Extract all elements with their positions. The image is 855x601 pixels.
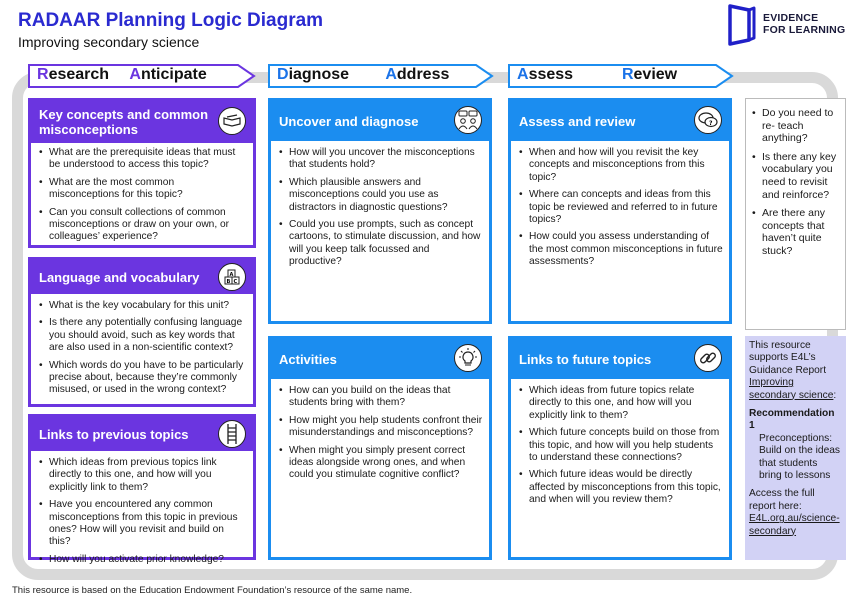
card-header: Key concepts and common misconceptions xyxy=(31,101,253,143)
card-title: Links to future topics xyxy=(519,352,652,367)
list-item: Do you need to re- teach anything? xyxy=(752,107,841,145)
list-item: Can you consult collections of common mi… xyxy=(39,207,247,244)
list-item: Is there any key vocabulary you need to … xyxy=(752,151,841,201)
card-title: Activities xyxy=(279,352,337,367)
recommendation-text: Preconceptions: Build on the ideas that … xyxy=(759,432,840,482)
stage-assess-review: Assess Review xyxy=(508,64,734,88)
list-item: When and how will you revisit the key co… xyxy=(519,147,723,184)
stage-letter: A xyxy=(517,66,529,83)
list-item: Are there any concepts that haven’t quit… xyxy=(752,207,841,257)
book-pencil-icon xyxy=(218,107,246,135)
svg-text:C: C xyxy=(234,279,238,285)
stage-letter: D xyxy=(277,66,289,83)
side-questions: Do you need to re- teach anything? Is th… xyxy=(745,98,846,330)
footer-note: This resource is based on the Education … xyxy=(12,585,413,596)
resource-intro: This resource supports E4L’s Guidance Re… xyxy=(749,340,827,376)
stage-research-anticipate: Research Anticipate xyxy=(28,64,256,88)
speech-bubbles-icon: ? xyxy=(694,106,722,134)
list-item: How will you activate prior knowledge? xyxy=(39,554,247,567)
card-header: Assess and review ? xyxy=(511,101,729,141)
people-speech-icon xyxy=(454,106,482,134)
list-item: Is there any potentially confusing langu… xyxy=(39,317,247,354)
stage-letter: A xyxy=(385,66,397,83)
list-item: Which plausible answers and misconceptio… xyxy=(279,177,483,214)
card-title: Language and vocabulary xyxy=(39,270,200,285)
ladder-icon xyxy=(218,420,246,448)
stage-letter: R xyxy=(621,66,634,83)
list-item: Which words do you have to be particular… xyxy=(39,360,247,397)
list-item: How might you help students confront the… xyxy=(279,415,483,440)
card-title: Uncover and diagnose xyxy=(279,114,419,129)
logo-line1: EVIDENCE xyxy=(763,12,819,24)
report-link[interactable]: Improving secondary science xyxy=(749,377,834,401)
stage-word: eview xyxy=(633,66,678,83)
logo-line2: FOR LEARNING xyxy=(763,24,846,36)
card-title: Links to previous topics xyxy=(39,427,189,442)
resource-colon: : xyxy=(833,389,837,401)
stage-word: ddress xyxy=(396,66,450,83)
page-title: RADAAR Planning Logic Diagram xyxy=(18,10,324,31)
stage-word: nticipate xyxy=(140,66,207,83)
chain-link-icon xyxy=(694,344,722,372)
card-header: Links to previous topics xyxy=(31,417,253,451)
card-title: Assess and review xyxy=(519,114,636,129)
page-subtitle: Improving secondary science xyxy=(18,34,200,50)
card-activities: Activities How can you build on the idea… xyxy=(268,336,492,560)
list-item: What is the key vocabulary for this unit… xyxy=(39,300,247,313)
list-item: Which future concepts build on those fro… xyxy=(519,427,723,464)
list-item: Which ideas from future topics relate di… xyxy=(519,385,723,422)
access-link[interactable]: E4L.org.au/science-secondary xyxy=(749,513,840,537)
list-item: Have you encountered any common misconce… xyxy=(39,499,247,549)
stage-letter: A xyxy=(129,66,141,83)
svg-text:A: A xyxy=(230,272,234,278)
card-language-vocabulary: Language and vocabulary ABC What is the … xyxy=(28,257,256,407)
card-uncover-diagnose: Uncover and diagnose How will you uncove… xyxy=(268,98,492,324)
stage-diagnose-address: Diagnose Address xyxy=(268,64,494,88)
list-item: Which ideas from previous topics link di… xyxy=(39,457,247,494)
list-item: When might you simply present correct id… xyxy=(279,445,483,482)
card-header: Activities xyxy=(271,339,489,379)
list-item: Where can concepts and ideas from this t… xyxy=(519,189,723,226)
e4l-logo: EVIDENCE FOR LEARNING xyxy=(727,4,847,46)
stage-word: ssess xyxy=(528,66,574,83)
e4l-logo-icon xyxy=(728,4,756,46)
lightbulb-icon xyxy=(454,344,482,372)
list-item: What are the most common misconceptions … xyxy=(39,177,247,202)
card-title: Key concepts and common misconceptions xyxy=(39,107,209,137)
list-item: How could you assess understanding of th… xyxy=(519,231,723,268)
card-assess-review: Assess and review ? When and how will yo… xyxy=(508,98,732,324)
recommendation-title: Recommendation 1 xyxy=(749,408,835,432)
svg-text:?: ? xyxy=(709,120,713,127)
card-links-future: Links to future topics Which ideas from … xyxy=(508,336,732,560)
list-item: Which future ideas would be directly aff… xyxy=(519,469,723,506)
card-key-concepts: Key concepts and common misconceptions W… xyxy=(28,98,256,248)
stage-word: iagnose xyxy=(288,66,350,83)
list-item: Could you use prompts, such as concept c… xyxy=(279,219,483,269)
stage-letter: R xyxy=(37,66,49,83)
list-item: How will you uncover the misconceptions … xyxy=(279,147,483,172)
stage-word: esearch xyxy=(48,66,110,83)
svg-text:B: B xyxy=(227,279,231,285)
access-text: Access the full report here: xyxy=(749,488,815,512)
list-item: What are the prerequisite ideas that mus… xyxy=(39,147,247,172)
resource-box: This resource supports E4L’s Guidance Re… xyxy=(745,336,846,560)
card-links-previous: Links to previous topics Which ideas fro… xyxy=(28,414,256,567)
list-item: How can you build on the ideas that stud… xyxy=(279,385,483,410)
card-header: Uncover and diagnose xyxy=(271,101,489,141)
card-header: Links to future topics xyxy=(511,339,729,379)
